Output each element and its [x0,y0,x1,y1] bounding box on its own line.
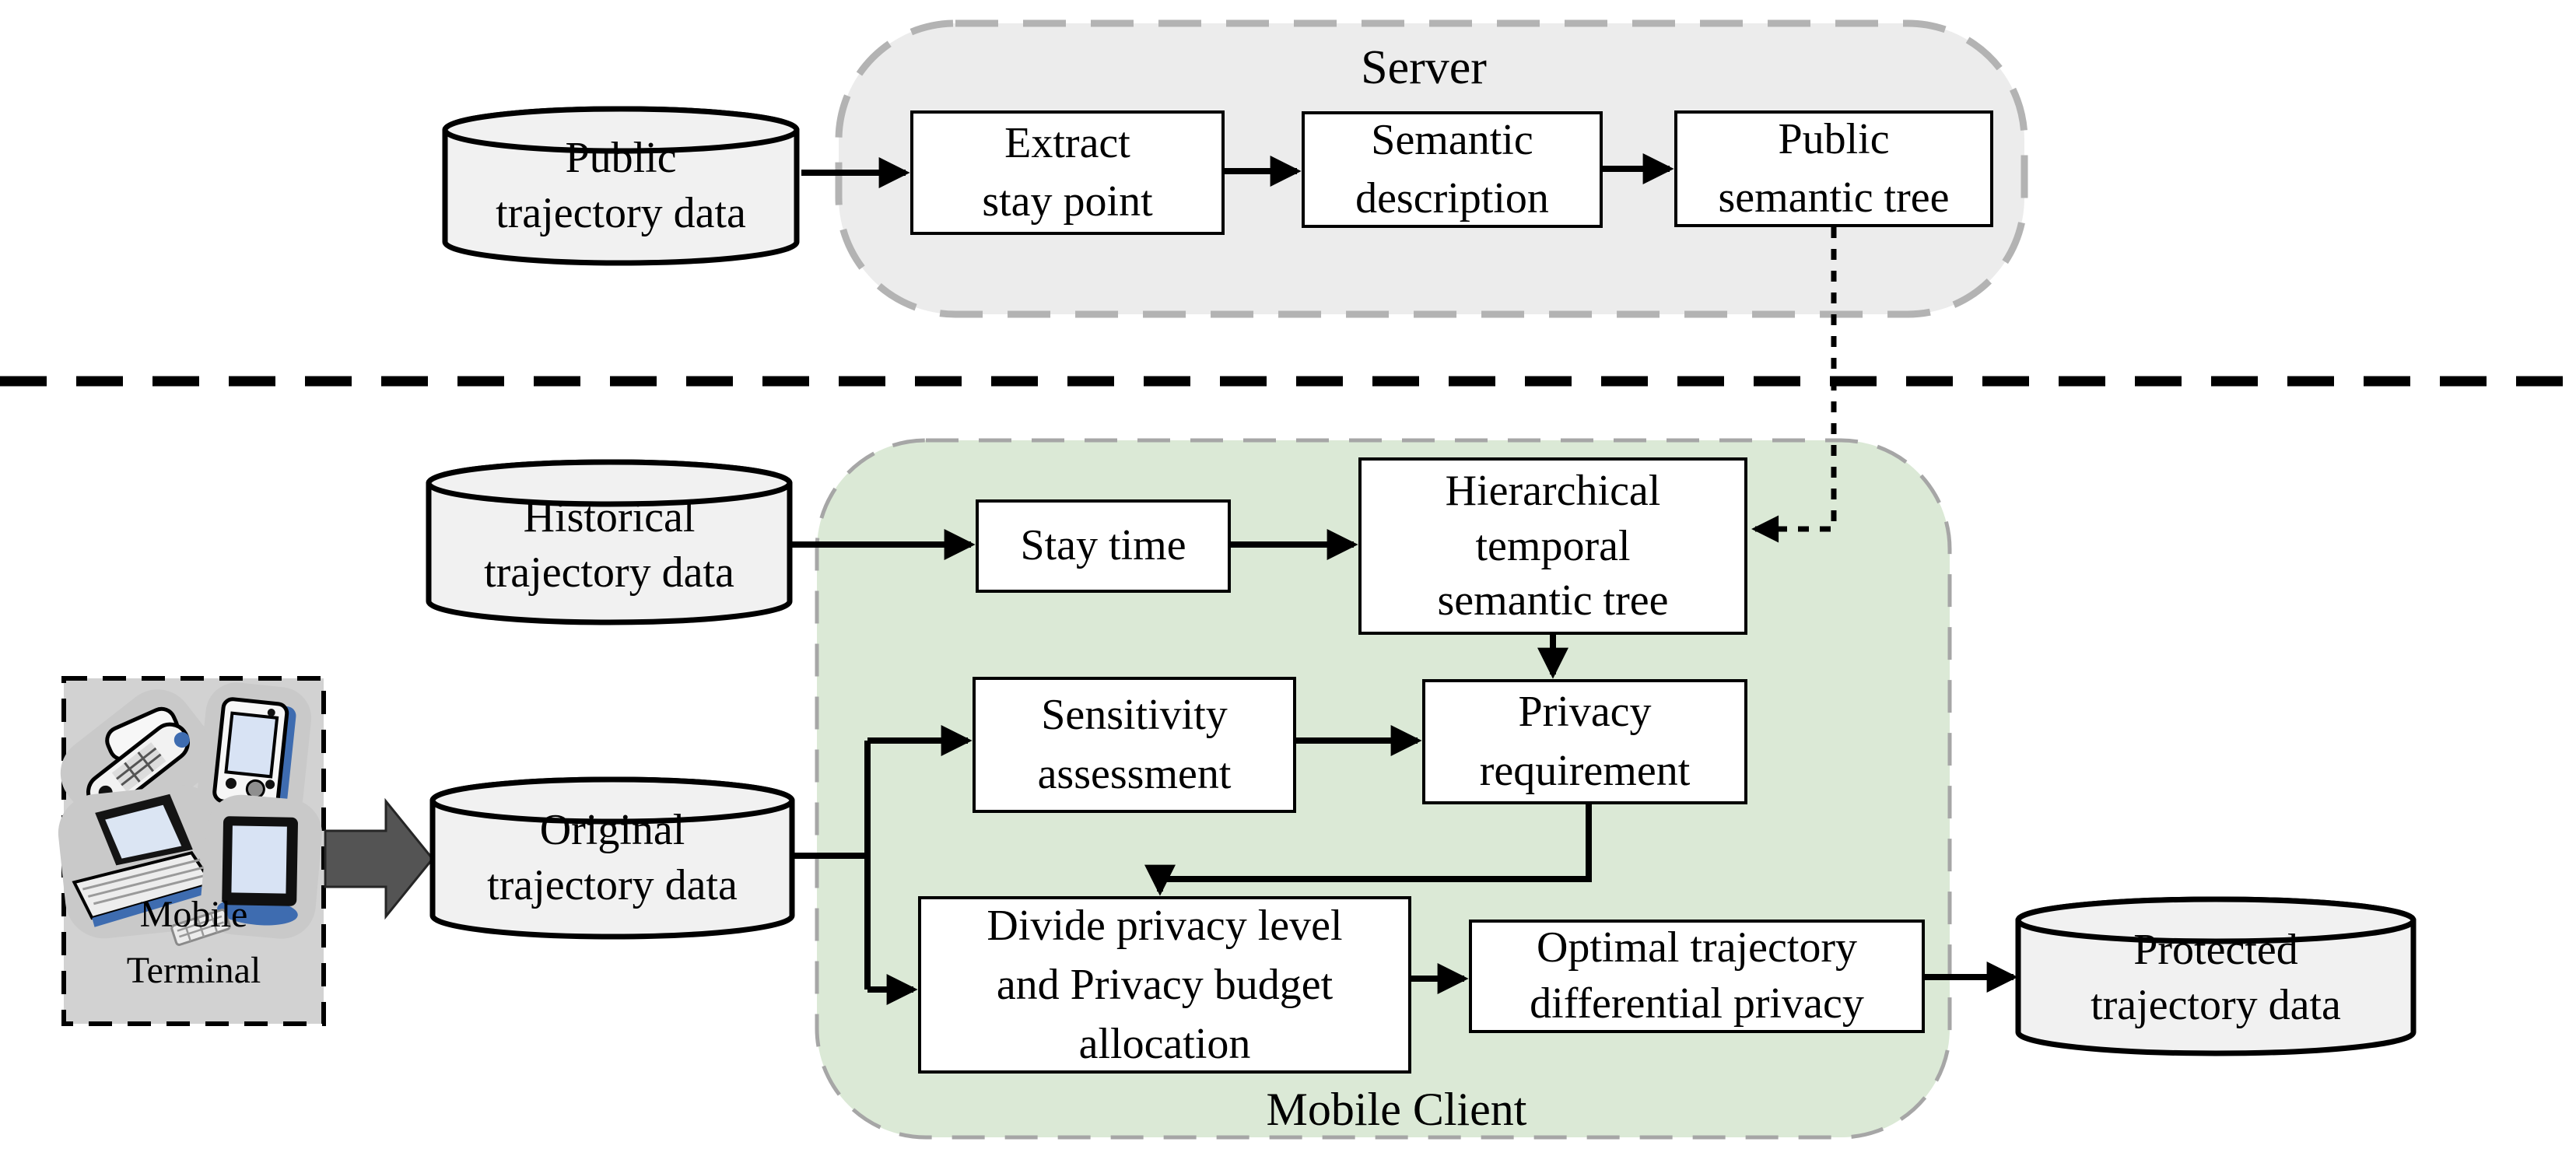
label-line: trajectory data [484,548,734,597]
original-data-split-trunk [792,741,871,990]
label-line: Terminal [126,950,261,991]
label-line: Original [539,806,685,854]
label-line: Semantic [1371,115,1533,164]
label-line: Mobile [139,894,248,935]
label-line: trajectory data [487,860,738,909]
public-trajectory-label: Public trajectory data [445,131,797,240]
historical-trajectory-cylinder [426,459,793,625]
public-semantic-tree-box: Public semantic tree [1674,110,1993,227]
label-line: Public [565,134,677,182]
label-line: Sensitivity [1041,691,1228,740]
label-line: Optimal trajectory [1536,923,1858,972]
label-line: requirement [1479,746,1691,795]
label-line: semantic tree [1437,576,1669,625]
label-line: semantic tree [1718,173,1950,222]
label-line: temporal [1475,521,1631,570]
label-line: stay point [982,177,1153,226]
pda-icon [197,682,312,827]
label-line: Stay time [1020,521,1186,570]
hierarchical-temporal-semantic-tree-box: Hierarchical temporal semantic tree [1358,457,1747,635]
original-trajectory-cylinder [429,776,795,940]
optimal-trajectory-differential-privacy-box: Optimal trajectory differential privacy [1469,920,1925,1033]
label-line: assessment [1037,749,1232,798]
protected-trajectory-cylinder [2015,896,2417,1056]
label-line: Hierarchical [1445,467,1661,516]
label-line: Divide privacy level [987,901,1343,950]
divide-privacy-level-box: Divide privacy level and Privacy budget … [918,896,1411,1074]
original-trajectory-label: Original trajectory data [433,803,792,913]
terminal-to-original-block-arrow [324,797,434,920]
sensitivity-assessment-box: Sensitivity assessment [973,677,1296,813]
label-line: Privacy [1518,688,1652,737]
public-trajectory-cylinder [442,106,800,266]
label-line: and Privacy budget [996,960,1334,1009]
protected-trajectory-label: Protected trajectory data [2018,923,2413,1032]
laptop-icon [58,785,229,939]
label-line: allocation [1078,1020,1251,1069]
label-line: trajectory data [2091,980,2341,1029]
arrow-privacyreq-divide [1144,804,1592,896]
label-line: description [1355,174,1549,222]
label-line: Public [1778,114,1890,163]
extract-stay-point-box: Extract stay point [910,110,1225,235]
label-line: Protected [2133,926,2298,974]
label-line: Extract [1004,118,1130,167]
mobile-terminal-label: Mobile Terminal [64,887,324,999]
semantic-description-box: Semantic description [1302,111,1603,228]
server-title: Server [1361,41,1487,94]
dotted-arrow-publictree-hierarchical [1751,227,1837,543]
historical-trajectory-label: Historical trajectory data [429,490,790,600]
connector-arrows [790,153,2018,1005]
mobile-client-title: Mobile Client [1266,1084,1527,1135]
privacy-requirement-box: Privacy requirement [1422,679,1747,804]
mini-keyboard-icon [170,909,231,946]
monitor-icon [201,794,322,939]
label-line: Historical [523,493,696,541]
stay-time-box: Stay time [976,499,1231,593]
label-line: trajectory data [496,188,746,237]
label-line: differential privacy [1530,979,1864,1028]
